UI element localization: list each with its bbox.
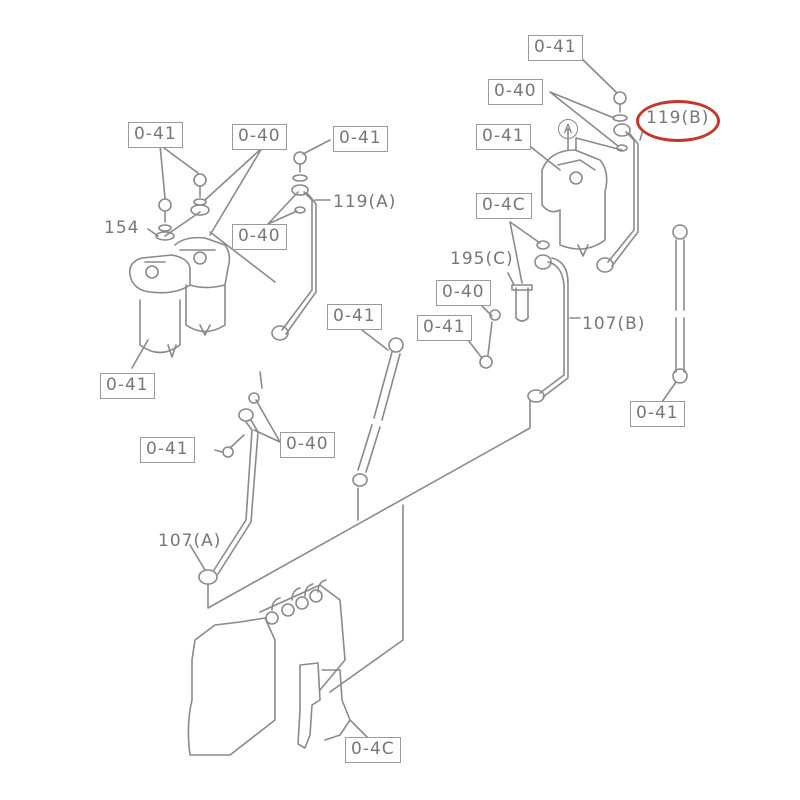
- left-fuel-filter-assembly: [128, 144, 263, 369]
- callout-label[interactable]: 0-41: [630, 401, 685, 427]
- injection-pump: [187, 579, 373, 756]
- drain-hose-center: [352, 326, 404, 511]
- callout-label[interactable]: 0-41: [528, 35, 583, 61]
- part-label-119b[interactable]: 119(B): [646, 108, 710, 128]
- callout-label[interactable]: 0-41: [128, 122, 183, 148]
- part-label-107a[interactable]: 107(A): [158, 531, 222, 551]
- callout-label[interactable]: 0-40: [436, 280, 491, 306]
- callout-label[interactable]: 0-40: [232, 124, 287, 150]
- highlight-ellipse: [636, 100, 720, 142]
- pipe-107b: [527, 254, 581, 403]
- return-line: [207, 399, 531, 693]
- callout-label[interactable]: 0-41: [476, 124, 531, 150]
- pipe-119a: [209, 139, 331, 341]
- part-label-119a[interactable]: 119(A): [333, 192, 397, 212]
- callout-label[interactable]: 0-4C: [476, 193, 532, 219]
- callout-label[interactable]: 0-41: [327, 304, 382, 330]
- drain-hose-right: [661, 224, 688, 403]
- part-label-107b[interactable]: 107(B): [582, 314, 646, 334]
- callout-label[interactable]: 0-41: [100, 373, 155, 399]
- part-label-195c[interactable]: 195(C): [450, 249, 514, 269]
- callout-label[interactable]: 0-40: [488, 79, 543, 105]
- pipe-107a: [189, 371, 281, 585]
- callout-label[interactable]: 0-41: [333, 126, 388, 152]
- callout-label[interactable]: 0-40: [280, 432, 335, 458]
- callout-label[interactable]: 0-41: [417, 315, 472, 341]
- callout-label[interactable]: 0-4C: [345, 737, 401, 763]
- part-label-154[interactable]: 154: [104, 218, 140, 238]
- callout-label[interactable]: 0-40: [232, 224, 287, 250]
- callout-label[interactable]: 0-41: [140, 437, 195, 463]
- reference-marker-a: A: [558, 119, 578, 139]
- bolt-195c: [467, 221, 550, 369]
- pipe-119b: [549, 54, 644, 273]
- right-fuel-filter-assembly: [521, 127, 623, 257]
